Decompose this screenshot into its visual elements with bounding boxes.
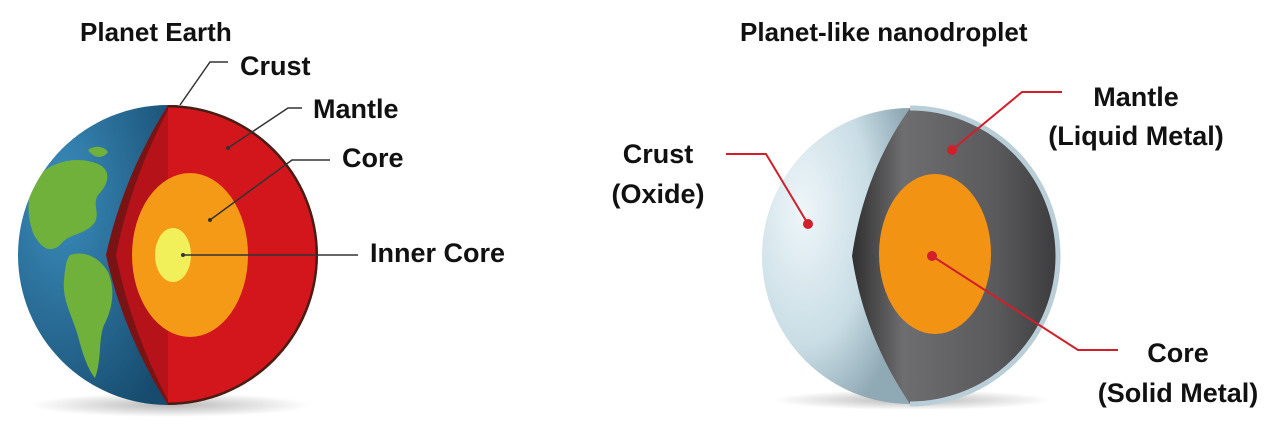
leader-dot-droplet-core — [927, 251, 937, 261]
droplet-label-crust: Crust — [623, 139, 694, 169]
nanodroplet-diagram: Planet-like nanodroplet Crust (Oxide) Ma… — [611, 17, 1258, 410]
earth-label-mantle: Mantle — [313, 94, 399, 124]
droplet-title: Planet-like nanodroplet — [740, 17, 1028, 47]
earth-title: Planet Earth — [80, 17, 232, 47]
droplet-label-crust-sub: (Oxide) — [611, 179, 704, 209]
droplet-label-core: Core — [1147, 338, 1209, 368]
droplet-label-core-sub: (Solid Metal) — [1098, 378, 1259, 408]
earth-label-inner-core: Inner Core — [370, 238, 505, 268]
leader-dot-droplet-mantle — [947, 145, 957, 155]
earth-label-core: Core — [342, 143, 404, 173]
droplet-label-mantle-sub: (Liquid Metal) — [1048, 121, 1223, 151]
leader-dot-droplet-crust — [803, 219, 813, 229]
leader-dot-inner-core — [181, 253, 185, 257]
leader-dot-mantle — [226, 146, 230, 150]
droplet-label-mantle: Mantle — [1093, 82, 1179, 112]
earth-diagram: Planet Earth Crust Mantle Core Inner Cor… — [10, 17, 505, 420]
leader-dot-core — [208, 218, 212, 222]
leader-crust — [180, 62, 228, 105]
earth-label-crust: Crust — [240, 51, 311, 81]
